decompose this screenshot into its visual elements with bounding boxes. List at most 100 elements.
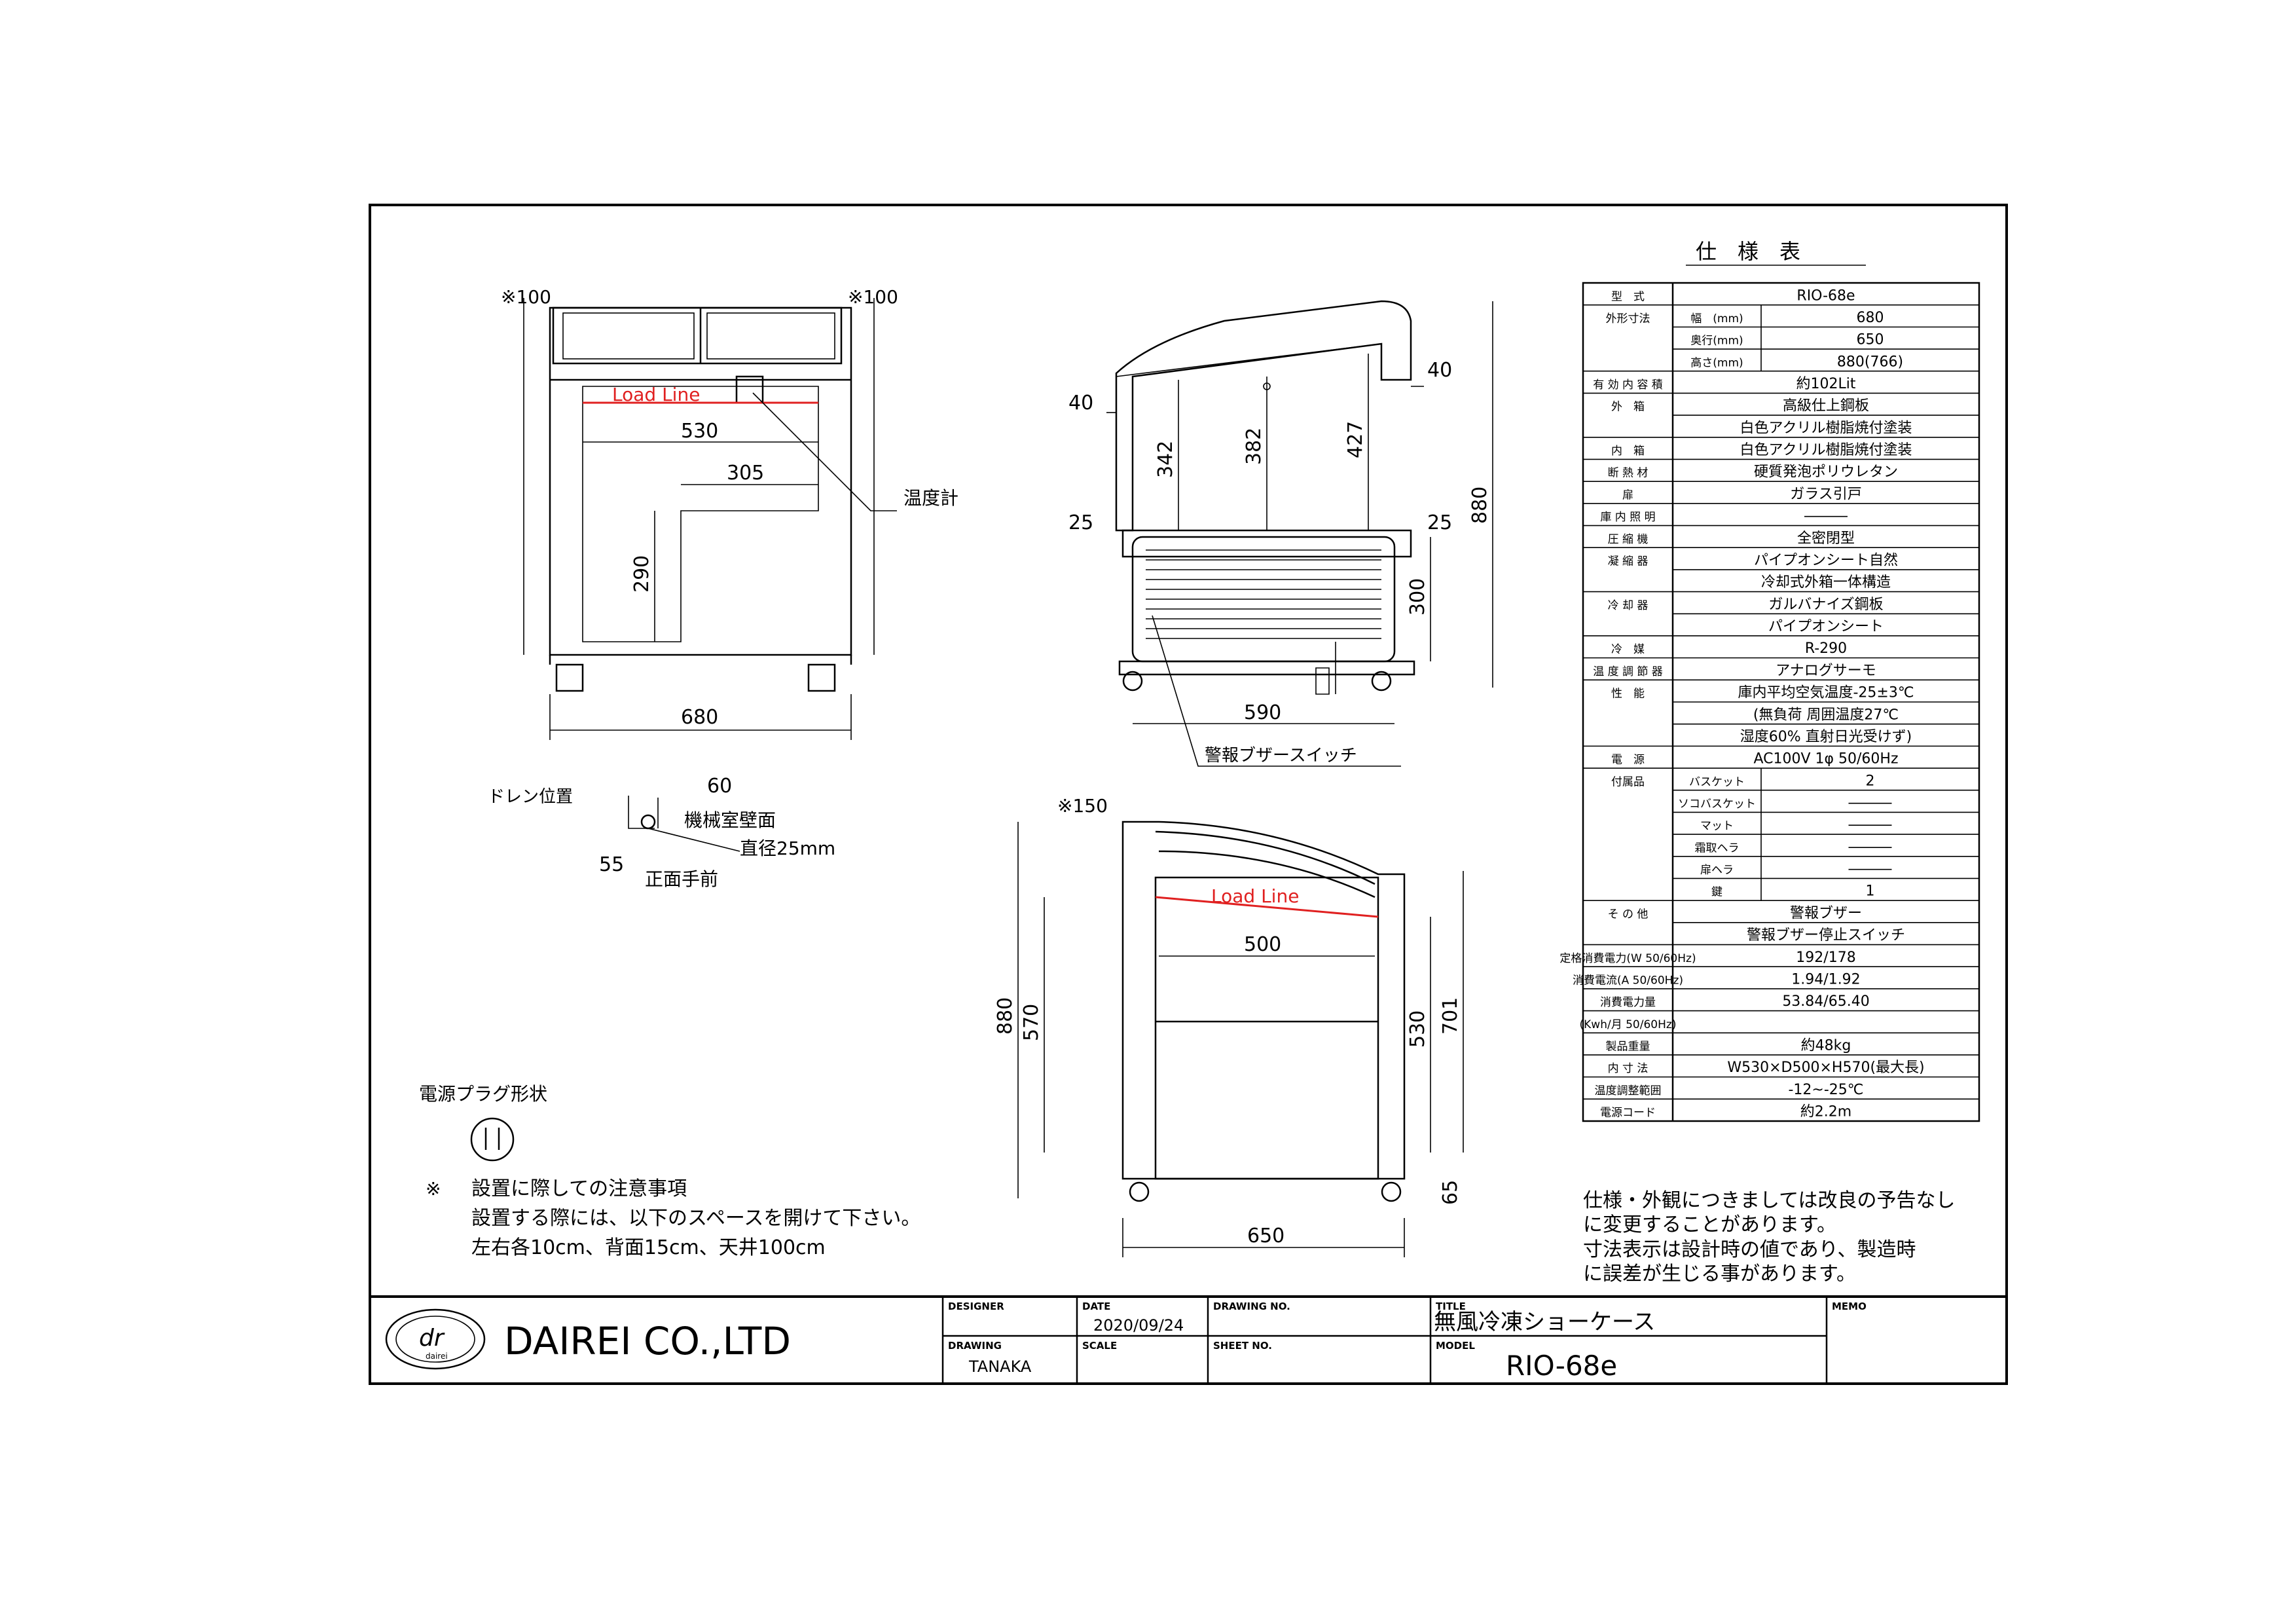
plug-title: 電源プラグ形状 [419,1083,547,1105]
thermometer-label: 温度計 [903,487,958,509]
spec-cell: 温 度 調 節 器 [1593,665,1663,678]
drain-diameter: 直径25mm [740,838,835,859]
dim-342: 342 [1154,441,1177,478]
install-note-mark: ※ [426,1178,441,1200]
spec-cell: 警報ブザー停止スイッチ [1747,927,1905,944]
drain-front: 正面手前 [645,868,718,890]
spec-cell: バスケット [1689,775,1745,788]
spec-cell: 電 源 [1611,754,1645,767]
memo-label: MEMO [1832,1301,1867,1312]
spec-cell: 白色アクリル樹脂焼付塗装 [1740,420,1912,436]
spec-cell: マット [1700,820,1734,833]
dim-570: 570 [1020,1004,1043,1041]
date-value: 2020/09/24 [1093,1316,1184,1335]
spec-cell: 約2.2m [1800,1104,1851,1120]
margin-back-label: ※150 [1057,795,1108,817]
spec-cell: 鍵 [1711,886,1722,899]
spec-cell: 性 能 [1611,688,1645,701]
spec-cell: 断 熱 材 [1608,467,1649,480]
load-line-label: Load Line [612,384,700,405]
dim-290: 290 [630,555,653,593]
drain-wall: 機械室壁面 [684,809,776,831]
spec-cell: ソコバスケット [1678,798,1756,811]
company-logo [385,1308,486,1370]
section-view: Load Line 500 ※150 880 570 530 701 65 65… [994,795,1464,1257]
dim-25-right: 25 [1427,511,1452,534]
spec-cell: (Kwh/月 50/60Hz) [1580,1018,1677,1031]
spec-cell: RIO-68e [1796,287,1855,304]
dim-65: 65 [1439,1180,1462,1205]
spec-cell: 圧 縮 機 [1608,533,1649,546]
dim-590: 590 [1244,701,1281,724]
note-line1: 仕様・外観につきましては改良の予告なし [1583,1189,1956,1212]
alarm-switch-label: 警報ブザースイッチ [1205,746,1357,766]
spec-cell: 奥行(mm) [1690,335,1743,348]
spec-cell: 53.84/65.40 [1782,993,1869,1010]
spec-cell: 外 箱 [1611,401,1645,414]
spec-cell: パイプオンシート [1768,619,1884,635]
spec-cell: 製品重量 [1606,1041,1650,1054]
spec-cell: 型 式 [1611,290,1645,303]
spec-cell: 680 [1857,310,1884,326]
spec-cell: 650 [1857,332,1884,348]
dim-500: 500 [1244,933,1281,956]
spec-cell: 庫内平均空気温度-25±3℃ [1738,685,1914,701]
margin-right-label: ※100 [848,286,898,308]
dim-25-left: 25 [1068,511,1093,534]
spec-cell: 霜取ヘラ [1695,841,1740,855]
spec-cell: 約102Lit [1796,376,1856,392]
spec-cell: 1 [1866,883,1875,900]
spec-cell: 庫 内 照 明 [1600,511,1655,524]
plug-section: 電源プラグ形状 [419,1083,547,1162]
spec-cell: アナログサーモ [1776,663,1876,679]
title-block: dr dairei DAIREI CO.,LTD DESIGNER DATE 2… [370,1295,2007,1384]
sheet-no-label: SHEET NO. [1213,1340,1272,1352]
spec-cell: 白色アクリル樹脂焼付塗装 [1740,442,1912,458]
spec-cell: ――― [1849,861,1892,877]
spec-cell: 冷 媒 [1611,643,1645,656]
spec-cell: パイプオンシート自然 [1754,552,1898,568]
spec-cell: 外形寸法 [1606,312,1650,325]
install-note-line1: 設置に際しての注意事項 [471,1177,687,1200]
notes: 仕様・外観につきましては改良の予告なし に変更することがあります。 寸法表示は設… [1583,1189,1956,1285]
spec-cell: 内 寸 法 [1608,1062,1649,1075]
note-line4: に誤差が生じる事があります。 [1583,1263,1856,1285]
spec-cell: 電源コード [1600,1107,1656,1120]
spec-cell: 2 [1866,773,1875,789]
condenser-lines [1146,549,1381,639]
install-note: ※ 設置に際しての注意事項 設置する際には、以下のスペースを開けて下さい。 左右… [426,1177,920,1259]
dim-382: 382 [1243,428,1266,465]
dim-40-right: 40 [1427,359,1452,382]
dim-427: 427 [1344,421,1367,458]
spec-cell: 凝 縮 器 [1608,555,1649,568]
spec-cell: W530×D500×H570(最大長) [1727,1060,1924,1076]
spec-cell: R-290 [1805,640,1847,657]
designer-label: DESIGNER [948,1301,1004,1312]
spec-cell: 1.94/1.92 [1791,971,1860,987]
spec-cell: 192/178 [1796,950,1855,966]
drain-dim-55: 55 [599,853,624,876]
drawing-value: TANAKA [968,1357,1032,1376]
load-line-section-label: Load Line [1211,885,1299,907]
spec-cell: そ の 他 [1608,908,1649,921]
dim-40-left: 40 [1068,392,1093,415]
spec-cell: 幅 (mm) [1690,312,1743,325]
dim-300: 300 [1406,578,1429,616]
spec-cell: (無負荷 周囲温度27℃ [1753,707,1899,723]
margin-left-label: ※100 [501,286,551,308]
model-value: RIO-68e [1506,1350,1617,1382]
spec-cell: 冷却式外箱一体構造 [1761,574,1891,591]
spec-cell: 硬質発泡ポリウレタン [1754,464,1898,481]
spec-cell: 約48kg [1801,1038,1851,1054]
date-label: DATE [1082,1301,1110,1312]
install-note-line2: 設置する際には、以下のスペースを開けて下さい。 [471,1207,920,1230]
note-line3: 寸法表示は設計時の値であり、製造時 [1583,1238,1916,1261]
dim-650: 650 [1247,1225,1285,1247]
spec-cell: 内 箱 [1611,445,1645,458]
company-name: DAIREI CO.,LTD [504,1319,791,1363]
title-label: TITLE [1436,1301,1466,1312]
spec-cell: 冷 却 器 [1608,599,1649,612]
drain-dim-60: 60 [707,775,732,798]
